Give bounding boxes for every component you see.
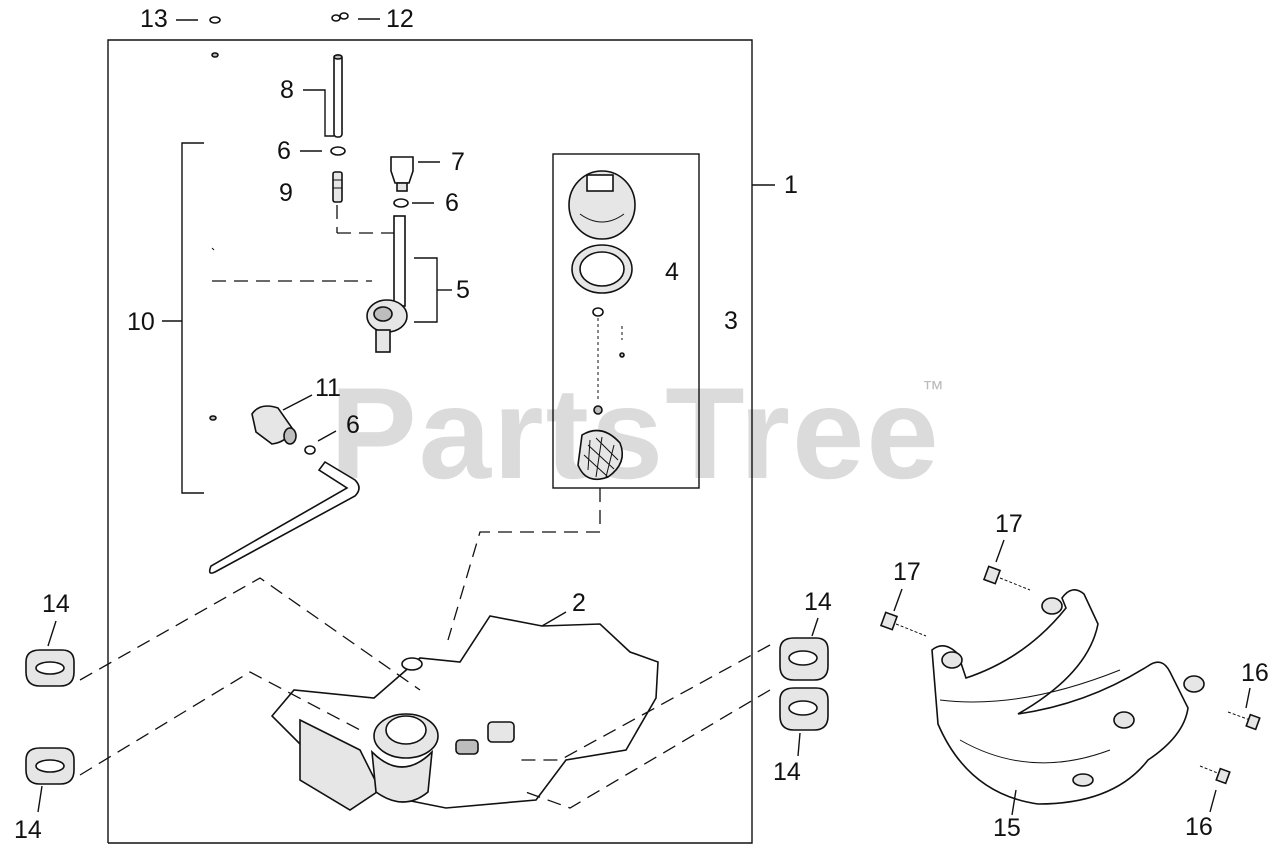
part-15-bracket bbox=[931, 589, 1205, 816]
callout-14b: 14 bbox=[14, 816, 42, 844]
part-14-grommet-right-b bbox=[779, 687, 829, 757]
callout-17a: 17 bbox=[995, 510, 1023, 538]
part-5-grommet-tube bbox=[212, 215, 452, 353]
callout-8: 8 bbox=[280, 76, 294, 104]
tank-leader-lines bbox=[79, 577, 771, 809]
watermark-brand: PartsTree bbox=[330, 360, 941, 506]
callout-14d: 14 bbox=[773, 758, 801, 786]
callout-16b: 16 bbox=[1185, 813, 1213, 841]
cap-filter-screen bbox=[447, 429, 624, 641]
callout-11: 11 bbox=[315, 374, 341, 402]
part-11-filter bbox=[251, 394, 313, 445]
callout-5: 5 bbox=[456, 276, 470, 304]
callout-9: 9 bbox=[279, 179, 293, 207]
callout-6b: 6 bbox=[445, 189, 459, 217]
assembly-frame-1 bbox=[107, 39, 775, 844]
callout-7: 7 bbox=[451, 148, 465, 176]
part-2-fuel-tank bbox=[270, 611, 659, 811]
part-17-bolt-b bbox=[879, 588, 927, 637]
part-13-oring bbox=[176, 16, 221, 421]
part-14-grommet-right-a bbox=[779, 617, 829, 681]
part-9-connector bbox=[332, 171, 395, 234]
callout-13: 13 bbox=[140, 5, 168, 33]
callout-1: 1 bbox=[784, 171, 798, 199]
part-14-grommet-left-a bbox=[25, 620, 75, 687]
part-8-fuel-line bbox=[303, 54, 343, 138]
cap-gasket-4 bbox=[571, 244, 633, 294]
watermark-trademark: ™ bbox=[922, 376, 944, 401]
part-6-oring-b bbox=[393, 198, 434, 208]
callout-4: 4 bbox=[665, 258, 679, 286]
kit-bracket-10 bbox=[162, 142, 204, 494]
part-6-oring-a bbox=[300, 146, 346, 156]
part-14-grommet-left-b bbox=[25, 747, 75, 813]
callout-15: 15 bbox=[993, 814, 1021, 842]
callout-14c: 14 bbox=[804, 588, 832, 616]
callout-2: 2 bbox=[572, 589, 586, 617]
callout-12: 12 bbox=[386, 5, 414, 33]
callout-16a: 16 bbox=[1241, 659, 1269, 687]
part-17-bolt-a bbox=[982, 539, 1031, 591]
part-6-oring-c bbox=[304, 430, 337, 455]
part-7-vent bbox=[390, 156, 440, 192]
callout-10: 10 bbox=[127, 308, 155, 336]
part-16-bolt-a bbox=[1227, 687, 1261, 731]
cap-kit-box-3 bbox=[552, 153, 700, 489]
callout-3: 3 bbox=[724, 307, 738, 335]
part-16-bolt-b bbox=[1199, 765, 1231, 813]
part-12-clip bbox=[331, 12, 380, 22]
fuel-hose bbox=[208, 460, 360, 574]
callout-14a: 14 bbox=[42, 590, 70, 618]
callout-6a: 6 bbox=[277, 137, 291, 165]
fuel-cap bbox=[568, 170, 636, 240]
callout-17b: 17 bbox=[893, 558, 921, 586]
tether-strap bbox=[592, 307, 625, 415]
callout-6c: 6 bbox=[346, 411, 360, 439]
